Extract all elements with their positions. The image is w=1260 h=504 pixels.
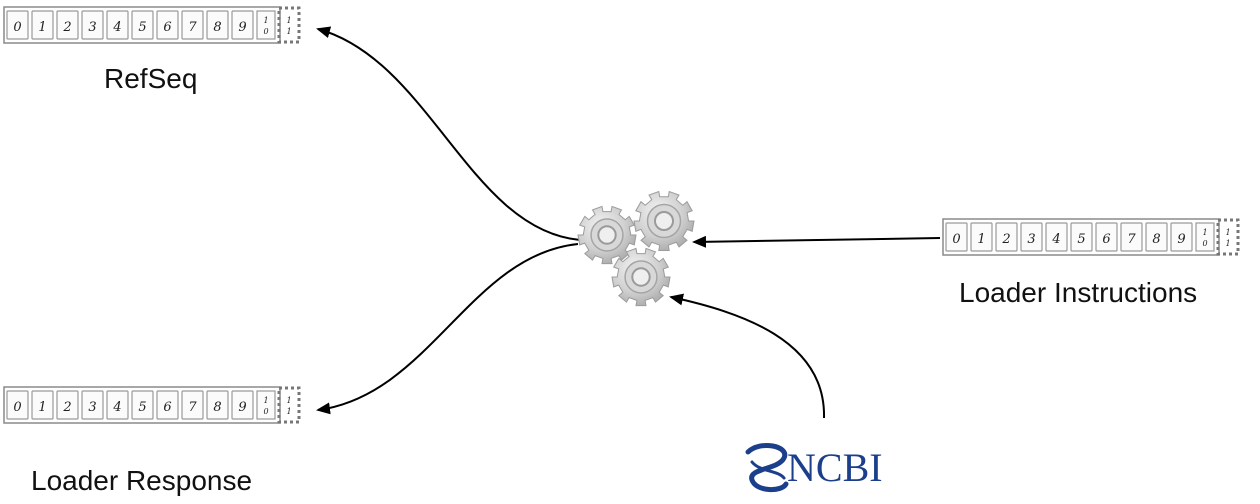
topic-cell <box>181 10 204 40</box>
topic-cell-offset: 2 <box>1001 232 1010 247</box>
topic-cell-offset: 9 <box>238 20 246 35</box>
topic-cell-offset: 1 <box>1225 239 1230 248</box>
topic-cell-offset: 1 <box>286 396 291 405</box>
topic-cell-offset: 5 <box>138 400 146 415</box>
topic-cell <box>131 10 154 40</box>
topic-cell <box>1020 222 1043 252</box>
topic-cell-offset: 1 <box>286 16 291 25</box>
topic-cell-offset: 4 <box>1051 232 1060 247</box>
topic-cell-offset: 1 <box>1202 228 1207 237</box>
topic-cell <box>31 10 54 40</box>
topic-cell-offset: 7 <box>188 400 197 415</box>
topic-cell <box>231 10 254 40</box>
topic-cell-offset: 8 <box>213 20 221 35</box>
topic-next-cell <box>277 6 301 44</box>
loader-response-label: Loader Response <box>31 465 252 496</box>
topic-cell <box>256 390 276 420</box>
topic-cell <box>131 390 154 420</box>
topic-cell-offset: 3 <box>88 400 96 415</box>
topic-cell-offset: 1 <box>286 407 291 416</box>
topic-cell-offset: 0 <box>263 407 268 416</box>
edges <box>316 26 941 419</box>
topic-cell <box>231 390 254 420</box>
topic-cell <box>81 10 104 40</box>
topic-cell <box>6 10 29 40</box>
topic-cell-offset: 1 <box>38 400 46 415</box>
topic-cell <box>81 390 104 420</box>
topic-cell-offset: 0 <box>13 20 21 35</box>
topic-cell-offset: 8 <box>1152 232 1160 247</box>
topic-cell-offset: 7 <box>1127 232 1136 247</box>
edge-from-loader-instructions <box>692 235 941 248</box>
gear-icon <box>633 190 695 251</box>
ncbi-logo: NCBI <box>745 442 883 492</box>
topic-cell <box>1145 222 1168 252</box>
topic-cell-offset: 3 <box>88 20 96 35</box>
topic-cell-offset: 4 <box>112 20 121 35</box>
topic-cell <box>56 10 79 40</box>
topic-cell-offset: 1 <box>263 396 268 405</box>
topic-next-cell <box>277 386 301 424</box>
topic-cell <box>256 10 276 40</box>
topic-cell-offset: 8 <box>213 400 221 415</box>
topic-cell-offset: 6 <box>163 20 171 35</box>
topic-cell-offset: 6 <box>1102 232 1110 247</box>
topic-cell <box>970 222 993 252</box>
topic-cell-offset: 5 <box>138 20 146 35</box>
edge-to-refseq <box>316 26 581 241</box>
topic-cell <box>156 390 179 420</box>
topic-cell <box>181 390 204 420</box>
refseq-label: RefSeq <box>104 63 197 94</box>
topic-cell-offset: 2 <box>62 400 71 415</box>
topic-cell-offset: 1 <box>38 20 46 35</box>
topic-cell-offset: 0 <box>263 27 268 36</box>
topic-cell-offset: 1 <box>977 232 985 247</box>
topic-cell <box>1120 222 1143 252</box>
topic-cell-offset: 0 <box>952 232 960 247</box>
topic-cell <box>1095 222 1118 252</box>
gear-icon <box>611 247 671 307</box>
topic-cell <box>206 10 229 40</box>
ncbi-helix-icon <box>745 442 789 492</box>
topic-cell-offset: 0 <box>1202 239 1207 248</box>
topic-cell <box>206 390 229 420</box>
topic-cell <box>945 222 968 252</box>
topic-cell <box>1170 222 1193 252</box>
edge-from-ncbi <box>669 293 826 419</box>
topic-cell-offset: 4 <box>112 400 121 415</box>
topic-cell-offset: 9 <box>238 400 246 415</box>
topic-cell-offset: 9 <box>1177 232 1185 247</box>
gear-icon <box>577 205 637 265</box>
topic-cell-offset: 1 <box>286 27 291 36</box>
topic-cell-offset: 6 <box>163 400 171 415</box>
topic-cell <box>1195 222 1215 252</box>
topic-cell-offset: 2 <box>62 20 71 35</box>
ncbi-logo-text: NCBI <box>787 445 883 490</box>
topic-cell-offset: 0 <box>13 400 21 415</box>
edge-to-loader-response <box>316 243 579 415</box>
topic-cell <box>106 390 129 420</box>
topic-cell-offset: 1 <box>1225 228 1230 237</box>
topic-cell-offset: 5 <box>1077 232 1085 247</box>
loader-instructions-label: Loader Instructions <box>959 277 1197 308</box>
topic-cell-offset: 1 <box>263 16 268 25</box>
topic-cell <box>995 222 1018 252</box>
topic-cell <box>56 390 79 420</box>
topic-cell <box>6 390 29 420</box>
topic-cell <box>156 10 179 40</box>
topic-cell <box>1070 222 1093 252</box>
topic-cell <box>31 390 54 420</box>
gears-icon <box>577 190 695 307</box>
topic-cell-offset: 7 <box>188 20 197 35</box>
topic-next-cell <box>1216 218 1240 256</box>
topic-cell-offset: 3 <box>1027 232 1035 247</box>
topic-cell <box>1045 222 1068 252</box>
topic-cell <box>106 10 129 40</box>
